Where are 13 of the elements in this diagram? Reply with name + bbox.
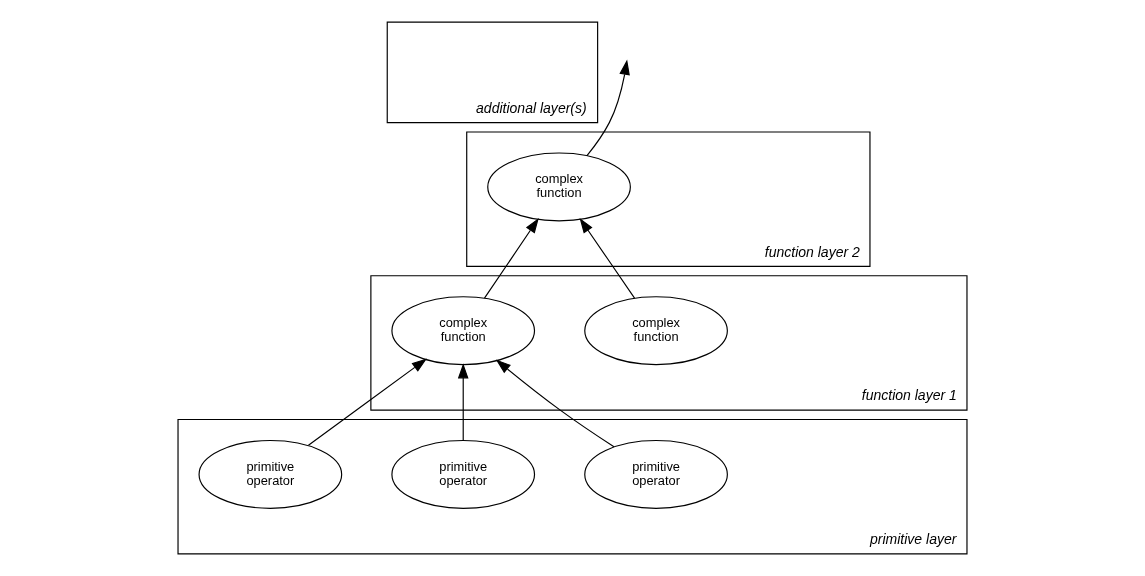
node-ellipse: complex function	[487, 152, 631, 222]
arrow	[307, 358, 427, 446]
arrow	[586, 59, 630, 157]
node-ellipse: complex function	[584, 296, 728, 366]
arrow	[457, 363, 469, 442]
arrow	[483, 217, 539, 299]
node-ellipse: primitive operator	[391, 439, 536, 509]
node-ellipse: complex function	[391, 296, 536, 366]
arrow	[495, 359, 615, 448]
node-box: additional layer(s)	[386, 21, 599, 124]
arrow	[579, 217, 636, 299]
node-ellipse: primitive operator	[584, 439, 728, 509]
node-ellipse: primitive operator	[198, 439, 343, 509]
